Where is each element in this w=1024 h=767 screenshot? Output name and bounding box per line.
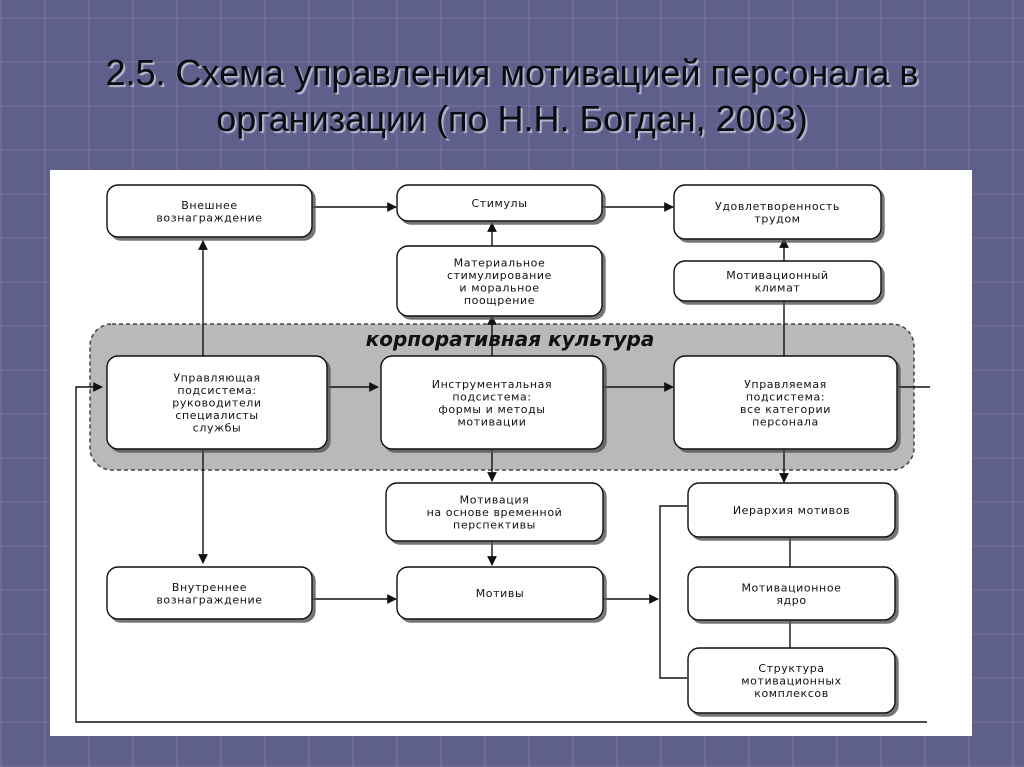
- node-text-line: мотивационных: [741, 675, 842, 688]
- node-text-line: перспективы: [453, 519, 536, 532]
- title-line-2: организации (по Н.Н. Богдан, 2003): [216, 98, 808, 139]
- node-box: [673, 184, 882, 240]
- node-text-line: мотивации: [458, 415, 527, 428]
- bracket-motive-structure: [659, 505, 687, 679]
- node-text-line: Структура: [758, 662, 824, 675]
- node-box: [396, 184, 603, 222]
- node-text-line: руководители: [172, 397, 261, 410]
- node-box: [106, 184, 313, 238]
- node-text-line: на основе временной: [427, 506, 563, 519]
- node-text-line: подсистема:: [746, 390, 825, 403]
- diagram-canvas: корпоративная культура Внешнеевознагражд…: [75, 184, 930, 723]
- node-text-line: климат: [755, 281, 801, 294]
- node-text-line: Мотивация: [460, 494, 530, 507]
- node-text-line: трудом: [754, 212, 800, 225]
- title-line-1: 2.5. Схема управления мотивацией персона…: [105, 52, 919, 93]
- feedback-loop-line: [75, 382, 927, 723]
- node-box: [106, 566, 313, 620]
- node-text-line: вознаграждение: [156, 211, 262, 224]
- node-text-line: Мотивы: [476, 587, 525, 600]
- node-text-line: Материальное: [454, 256, 546, 269]
- node-text-line: Стимулы: [472, 197, 528, 210]
- node-box: [396, 566, 604, 620]
- node-box: [673, 260, 882, 302]
- corporate-culture-label: корпоративная культура: [366, 327, 655, 351]
- node-box: [687, 647, 896, 714]
- node-text-line: и моральное: [459, 281, 539, 294]
- node-text-line: подсистема:: [452, 390, 531, 403]
- node-text-line: Управляющая: [173, 372, 260, 385]
- node-managing-subsystem: Управляющаяподсистема:руководителиспециа…: [106, 355, 328, 450]
- node-text-line: специалисты: [175, 409, 258, 422]
- node-text-line: Инструментальная: [432, 378, 552, 391]
- node-text-line: Иерархия мотивов: [733, 504, 850, 517]
- node-text-line: поощрение: [464, 294, 535, 307]
- node-text-line: подсистема:: [177, 384, 256, 397]
- node-text-line: Управляемая: [744, 378, 827, 391]
- node-text-line: службы: [193, 422, 242, 435]
- node-text-line: Мотивационное: [741, 581, 841, 594]
- node-box: [396, 245, 603, 317]
- node-stimuli: Стимулы: [396, 184, 603, 222]
- node-box: [385, 482, 604, 542]
- node-motive-hierarchy: Иерархия мотивов: [687, 482, 896, 538]
- node-text-line: Удовлетворенность: [715, 200, 840, 213]
- node-box: [687, 566, 896, 621]
- node-motives: Мотивы: [396, 566, 604, 620]
- node-box: [673, 355, 898, 450]
- node-text-line: Внешнее: [181, 199, 238, 212]
- node-text-line: формы и методы: [438, 403, 545, 416]
- node-text-line: Внутреннее: [172, 581, 247, 594]
- slide-title: 2.5. Схема управления мотивацией персона…: [0, 50, 1024, 142]
- connectors: [75, 202, 930, 723]
- node-text-line: комплексов: [754, 687, 829, 700]
- node-box: [106, 355, 328, 450]
- node-text-line: Мотивационный: [726, 269, 828, 282]
- node-text-line: персонала: [752, 415, 819, 428]
- node-box: [380, 355, 604, 450]
- node-text-line: ядро: [776, 594, 806, 607]
- node-text-line: вознаграждение: [156, 593, 262, 606]
- node-text-line: стимулирование: [447, 269, 552, 282]
- node-box: [687, 482, 896, 538]
- node-text-line: все категории: [740, 403, 831, 416]
